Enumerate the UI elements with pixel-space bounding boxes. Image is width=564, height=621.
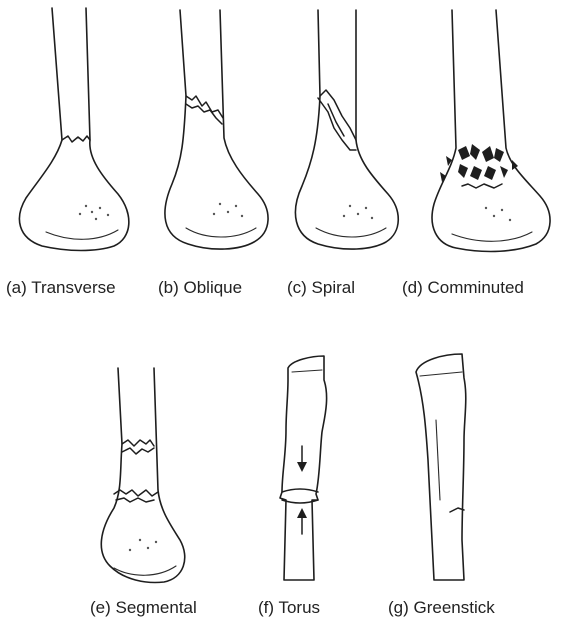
bone-spiral bbox=[295, 10, 398, 249]
caption-segmental: (e) Segmental bbox=[90, 598, 197, 618]
caption-oblique: (b) Oblique bbox=[158, 278, 242, 298]
bone-torus bbox=[280, 356, 327, 580]
caption-torus: (f) Torus bbox=[258, 598, 320, 618]
bone-comminuted bbox=[432, 10, 550, 251]
bone-transverse bbox=[19, 8, 128, 251]
caption-comminuted: (d) Comminuted bbox=[402, 278, 524, 298]
caption-transverse: (a) Transverse bbox=[6, 278, 116, 298]
caption-spiral: (c) Spiral bbox=[287, 278, 355, 298]
bone-greenstick bbox=[416, 354, 466, 580]
bone-segmental bbox=[101, 368, 184, 582]
caption-greenstick: (g) Greenstick bbox=[388, 598, 495, 618]
bone-oblique bbox=[165, 10, 268, 249]
